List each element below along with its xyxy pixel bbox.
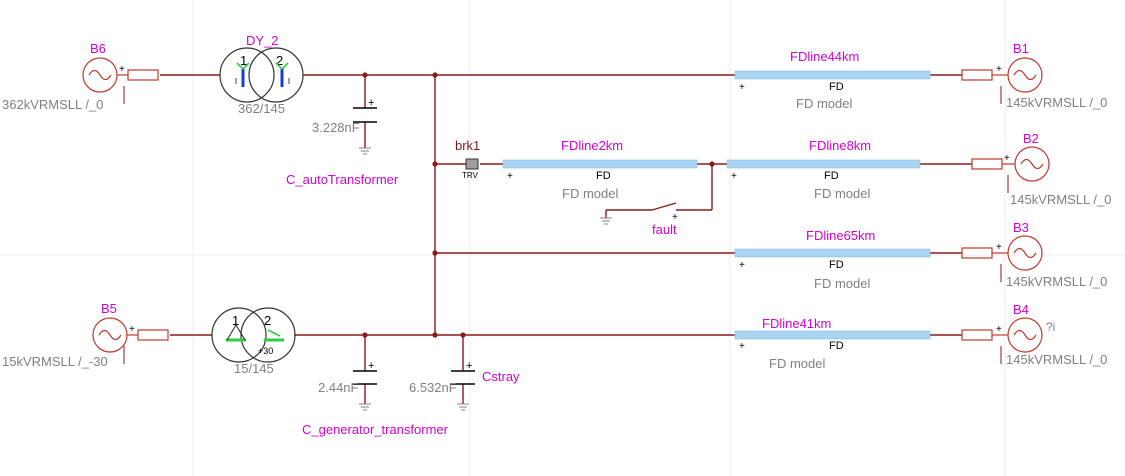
line-model: FD model xyxy=(796,96,852,111)
source-name: B2 xyxy=(1023,131,1039,146)
fault-switch[interactable]: + fault xyxy=(651,202,678,237)
line-plus: + xyxy=(731,171,737,182)
capacitor-label: C_generator_transformer xyxy=(302,422,449,437)
line-name: FDline8km xyxy=(809,138,871,153)
line-plus: + xyxy=(739,341,745,352)
fd-line-44km[interactable]: FDline44km FD + FD model xyxy=(734,49,931,111)
source-name: B6 xyxy=(90,41,106,56)
line-name: FDline65km xyxy=(806,228,875,243)
transformer-generator[interactable]: 1 2 +30 15/145 xyxy=(211,307,296,376)
source-plus: + xyxy=(1004,153,1010,164)
source-name: B5 xyxy=(101,301,117,316)
ground-symbols xyxy=(123,86,1009,411)
source-b4[interactable]: + B4 ?i 145kVRMSLL /_0 xyxy=(961,302,1107,367)
capacitor-value: 6.532nF xyxy=(409,380,457,395)
line-name: FDline44km xyxy=(790,49,859,64)
wye-ground-symbol-2 xyxy=(275,62,290,87)
fd-line-41km[interactable]: FDline41km FD + FD model xyxy=(734,316,931,371)
fault-plus: + xyxy=(672,212,678,223)
line-tag: FD xyxy=(596,170,611,182)
source-rating: 145kVRMSLL /_0 xyxy=(1010,192,1111,207)
capacitor-plus: + xyxy=(368,360,374,372)
line-plus: + xyxy=(739,82,745,93)
capacitor-plus: + xyxy=(368,97,374,109)
line-tag: FD xyxy=(829,259,844,271)
source-rating: 145kVRMSLL /_0 xyxy=(1006,274,1107,289)
line-name: FDline2km xyxy=(561,138,623,153)
delta-symbol xyxy=(226,324,246,342)
source-rating: 145kVRMSLL /_0 xyxy=(1006,95,1107,110)
capacitor-value: 3.228nF xyxy=(312,120,360,135)
wye-ground-symbol-1 xyxy=(235,62,250,87)
source-name: B1 xyxy=(1013,41,1029,56)
fd-line-2km[interactable]: FDline2km FD + FD model xyxy=(502,138,698,201)
transformer-ratio: 15/145 xyxy=(234,361,274,376)
line-model: FD model xyxy=(814,276,870,291)
source-b5[interactable]: + B5 15kVRMSLL /_-30 xyxy=(2,301,169,369)
line-plus: + xyxy=(507,171,513,182)
capacitor-label: Cstray xyxy=(482,369,520,384)
source-b1[interactable]: + B1 145kVRMSLL /_0 xyxy=(961,41,1107,110)
source-plus: + xyxy=(129,324,135,335)
winding-2-label: 2 xyxy=(264,313,271,328)
transformer-dy2[interactable]: 1 2 DY_2 362/145 xyxy=(219,33,304,116)
transformer-name: DY_2 xyxy=(246,33,279,48)
line-plus: + xyxy=(739,260,745,271)
fd-line-8km[interactable]: FDline8km FD + FD model xyxy=(726,138,921,201)
winding-1-label: 1 xyxy=(232,313,239,328)
source-b2[interactable]: + B2 145kVRMSLL /_0 xyxy=(971,131,1111,207)
source-note: ?i xyxy=(1046,320,1055,334)
source-plus: + xyxy=(996,64,1002,75)
capacitor-label: C_autoTransformer xyxy=(286,172,399,187)
source-b3[interactable]: + B3 145kVRMSLL /_0 xyxy=(961,220,1107,289)
capacitor-plus: + xyxy=(466,360,472,372)
source-rating: 145kVRMSLL /_0 xyxy=(1006,352,1107,367)
line-tag: FD xyxy=(829,81,844,93)
source-b6[interactable]: + B6 362kVRMSLL /_0 xyxy=(2,41,159,112)
line-model: FD model xyxy=(814,186,870,201)
capacitor-c-autotransformer[interactable]: + 3.228nF C_autoTransformer xyxy=(286,97,399,187)
transformer-ratio: 362/145 xyxy=(238,101,285,116)
breaker-name: brk1 xyxy=(455,138,480,153)
fault-label: fault xyxy=(652,222,677,237)
source-name: B4 xyxy=(1013,302,1029,317)
wiring xyxy=(160,74,972,404)
capacitor-cstray[interactable]: + 6.532nF Cstray xyxy=(409,360,520,395)
line-model: FD model xyxy=(769,356,825,371)
line-tag: FD xyxy=(829,340,844,352)
junction-dots xyxy=(362,72,715,338)
line-tag: FD xyxy=(824,170,839,182)
wye-symbol xyxy=(264,329,284,342)
line-model: FD model xyxy=(562,186,618,201)
breaker-tag: TRV xyxy=(462,171,479,180)
source-name: B3 xyxy=(1013,220,1029,235)
winding-2-label: 2 xyxy=(276,53,283,68)
breaker-brk1[interactable]: brk1 TRV xyxy=(455,138,480,180)
source-plus: + xyxy=(996,242,1002,253)
source-rating: 15kVRMSLL /_-30 xyxy=(2,354,108,369)
phase-shift: +30 xyxy=(258,346,273,356)
source-plus: + xyxy=(119,64,125,75)
source-plus: + xyxy=(996,324,1002,335)
source-rating: 362kVRMSLL /_0 xyxy=(2,97,103,112)
line-name: FDline41km xyxy=(762,316,831,331)
capacitor-c-generator-transformer[interactable]: + 2.44nF C_generator_transformer xyxy=(302,360,449,437)
fd-line-65km[interactable]: FDline65km FD + FD model xyxy=(734,228,931,291)
winding-1-label: 1 xyxy=(240,53,247,68)
capacitor-value: 2.44nF xyxy=(318,380,359,395)
